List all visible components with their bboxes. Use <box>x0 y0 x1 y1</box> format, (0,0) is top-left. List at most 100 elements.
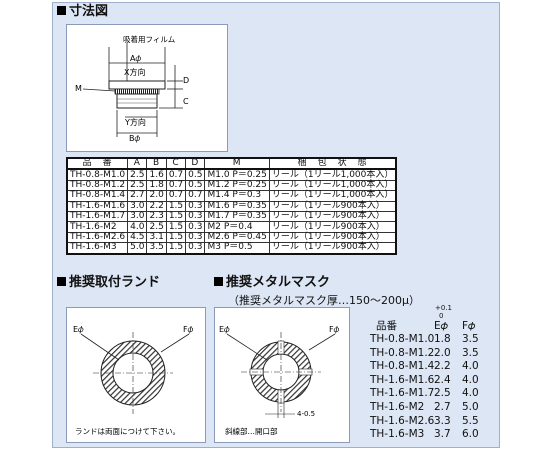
header-packing: 梱 包 状 態 <box>268 157 397 170</box>
cell-m: M1.2 P＝0.25 <box>204 179 270 192</box>
cell-part-no: TH-0.8-M1.2 <box>66 179 129 192</box>
header-d: D <box>185 157 206 170</box>
cell-packing: リール（1リール900本入） <box>268 210 397 223</box>
right-cell-e: 3.3 <box>434 414 451 427</box>
cell-m: M1.7 P＝0.35 <box>204 210 270 223</box>
cell-packing: リール（1リール900本入） <box>268 242 397 255</box>
right-cell-f: 4.0 <box>462 373 479 386</box>
cell-b: 3.1 <box>146 231 167 244</box>
right-cell-f: 5.5 <box>462 414 479 427</box>
right-cell-e: 2.0 <box>434 346 451 359</box>
right-cell-e: 2.5 <box>434 387 451 400</box>
cell-a: 2.7 <box>127 190 148 202</box>
right-cell-f: 3.5 <box>462 333 479 345</box>
cell-a: 3.0 <box>127 200 148 212</box>
label-y-direction: Y方向 <box>124 117 146 127</box>
right-cell-e: 2.7 <box>434 401 451 413</box>
right-cell-e: 3.7 <box>434 428 451 441</box>
land-drawing-panel: E𝜙 F𝜙 ランドは両面につけて下さい。 <box>66 307 206 443</box>
label-a-diameter: A𝜙 <box>130 54 141 63</box>
header-m: M <box>204 157 270 170</box>
right-cell-e: 1.8 <box>434 333 451 345</box>
section-title-dimensions: 寸法図 <box>57 5 108 19</box>
cell-part-no: TH-1.6-M2.6 <box>66 231 129 244</box>
cell-b: 2.2 <box>146 200 167 212</box>
mask-e-label: E𝜙 <box>219 325 230 334</box>
cell-d: 0.3 <box>185 221 206 233</box>
land-drawing: E𝜙 F𝜙 ランドは両面につけて下さい。 <box>73 325 194 436</box>
right-cell-part-no: TH-1.6-M3 <box>370 428 425 441</box>
land-e-label: E𝜙 <box>73 325 84 334</box>
header-c: C <box>165 157 187 170</box>
spec-table-header: 品 番 A B C D M 梱 包 状 態 <box>66 157 397 170</box>
cell-part-no: TH-0.8-M1.4 <box>66 190 129 202</box>
cell-part-no: TH-1.6-M3 <box>66 242 129 255</box>
right-cell-part-no: TH-0.8-M1.4 <box>370 360 435 373</box>
right-cell-f: 4.0 <box>462 360 479 373</box>
cell-a: 5.0 <box>127 242 148 255</box>
cell-d: 0.3 <box>185 210 206 223</box>
cell-part-no: TH-1.6-M2 <box>66 221 129 233</box>
cell-b: 1.8 <box>146 179 167 192</box>
section-title-land: 推奨取付ランド <box>57 276 160 290</box>
cell-packing: リール（1リール1,000本入） <box>268 190 397 202</box>
label-film: 吸着用フィルム <box>123 34 175 44</box>
mask-thickness-note: （推奨メタルマスク厚…150〜200μ） <box>228 294 420 307</box>
cell-m: M1.4 P＝0.3 <box>204 190 270 202</box>
right-header-e: E𝜙 <box>434 320 448 332</box>
cell-packing: リール（1リール900本入） <box>268 221 397 233</box>
cell-m: M3 P＝0.5 <box>204 242 270 255</box>
land-note: ランドは両面につけて下さい。 <box>75 427 180 436</box>
label-c: C <box>183 97 189 106</box>
cell-packing: リール（1リール900本入） <box>268 200 397 212</box>
cell-a: 3.0 <box>127 210 148 223</box>
right-table-row: TH-1.6-M2.63.3 5.5 <box>370 415 486 427</box>
mask-gap-label: 4-0.5 <box>297 410 315 418</box>
cell-part-no: TH-0.8-M1.0 <box>66 168 129 181</box>
cell-b: 2.3 <box>146 210 167 223</box>
cell-b: 2.0 <box>146 190 167 202</box>
header-a: A <box>127 157 148 170</box>
right-cell-part-no: TH-1.6-M2.6 <box>370 414 435 427</box>
mask-f-label: F𝜙 <box>329 325 340 334</box>
cell-c: 1.5 <box>165 210 187 223</box>
label-m: M <box>75 84 82 93</box>
label-b-diameter: B𝜙 <box>129 134 140 143</box>
cell-m: M1.0 P＝0.25 <box>204 168 270 181</box>
cell-c: 1.5 <box>165 221 187 233</box>
right-cell-e: 2.4 <box>434 373 451 386</box>
mask-drawing-panel: E𝜙 F𝜙 4-0.5 斜線部…開口部 <box>214 307 350 443</box>
header-part-no: 品 番 <box>66 157 129 170</box>
cell-m: M2.6 P＝0.45 <box>204 231 270 244</box>
cell-c: 0.7 <box>165 168 187 181</box>
label-d: D <box>183 76 189 85</box>
cell-part-no: TH-1.6-M1.6 <box>66 200 129 212</box>
cell-c: 0.7 <box>165 179 187 192</box>
mask-drawing: E𝜙 F𝜙 4-0.5 斜線部…開口部 <box>219 325 340 436</box>
cell-m: M2 P＝0.4 <box>204 221 270 233</box>
right-header-f: F𝜙 <box>462 320 476 332</box>
cell-packing: リール（1リール900本入） <box>268 231 397 244</box>
right-cell-part-no: TH-1.6-M2 <box>370 401 425 413</box>
right-cell-part-no: TH-0.8-M1.2 <box>370 346 435 359</box>
tolerance-lower: 0 <box>439 312 444 320</box>
cell-packing: リール（1リール1,000本入） <box>268 168 397 181</box>
cell-a: 2.5 <box>127 168 148 181</box>
section-title-mask: 推奨メタルマスク <box>214 276 330 290</box>
right-table-row: TH-0.8-M1.01.8 3.5 <box>370 333 486 345</box>
cell-c: 1.5 <box>165 242 187 255</box>
right-cell-part-no: TH-0.8-M1.0 <box>370 333 435 345</box>
label-x-direction: X方向 <box>124 67 145 77</box>
cell-c: 1.5 <box>165 231 187 244</box>
cell-d: 0.5 <box>185 179 206 192</box>
